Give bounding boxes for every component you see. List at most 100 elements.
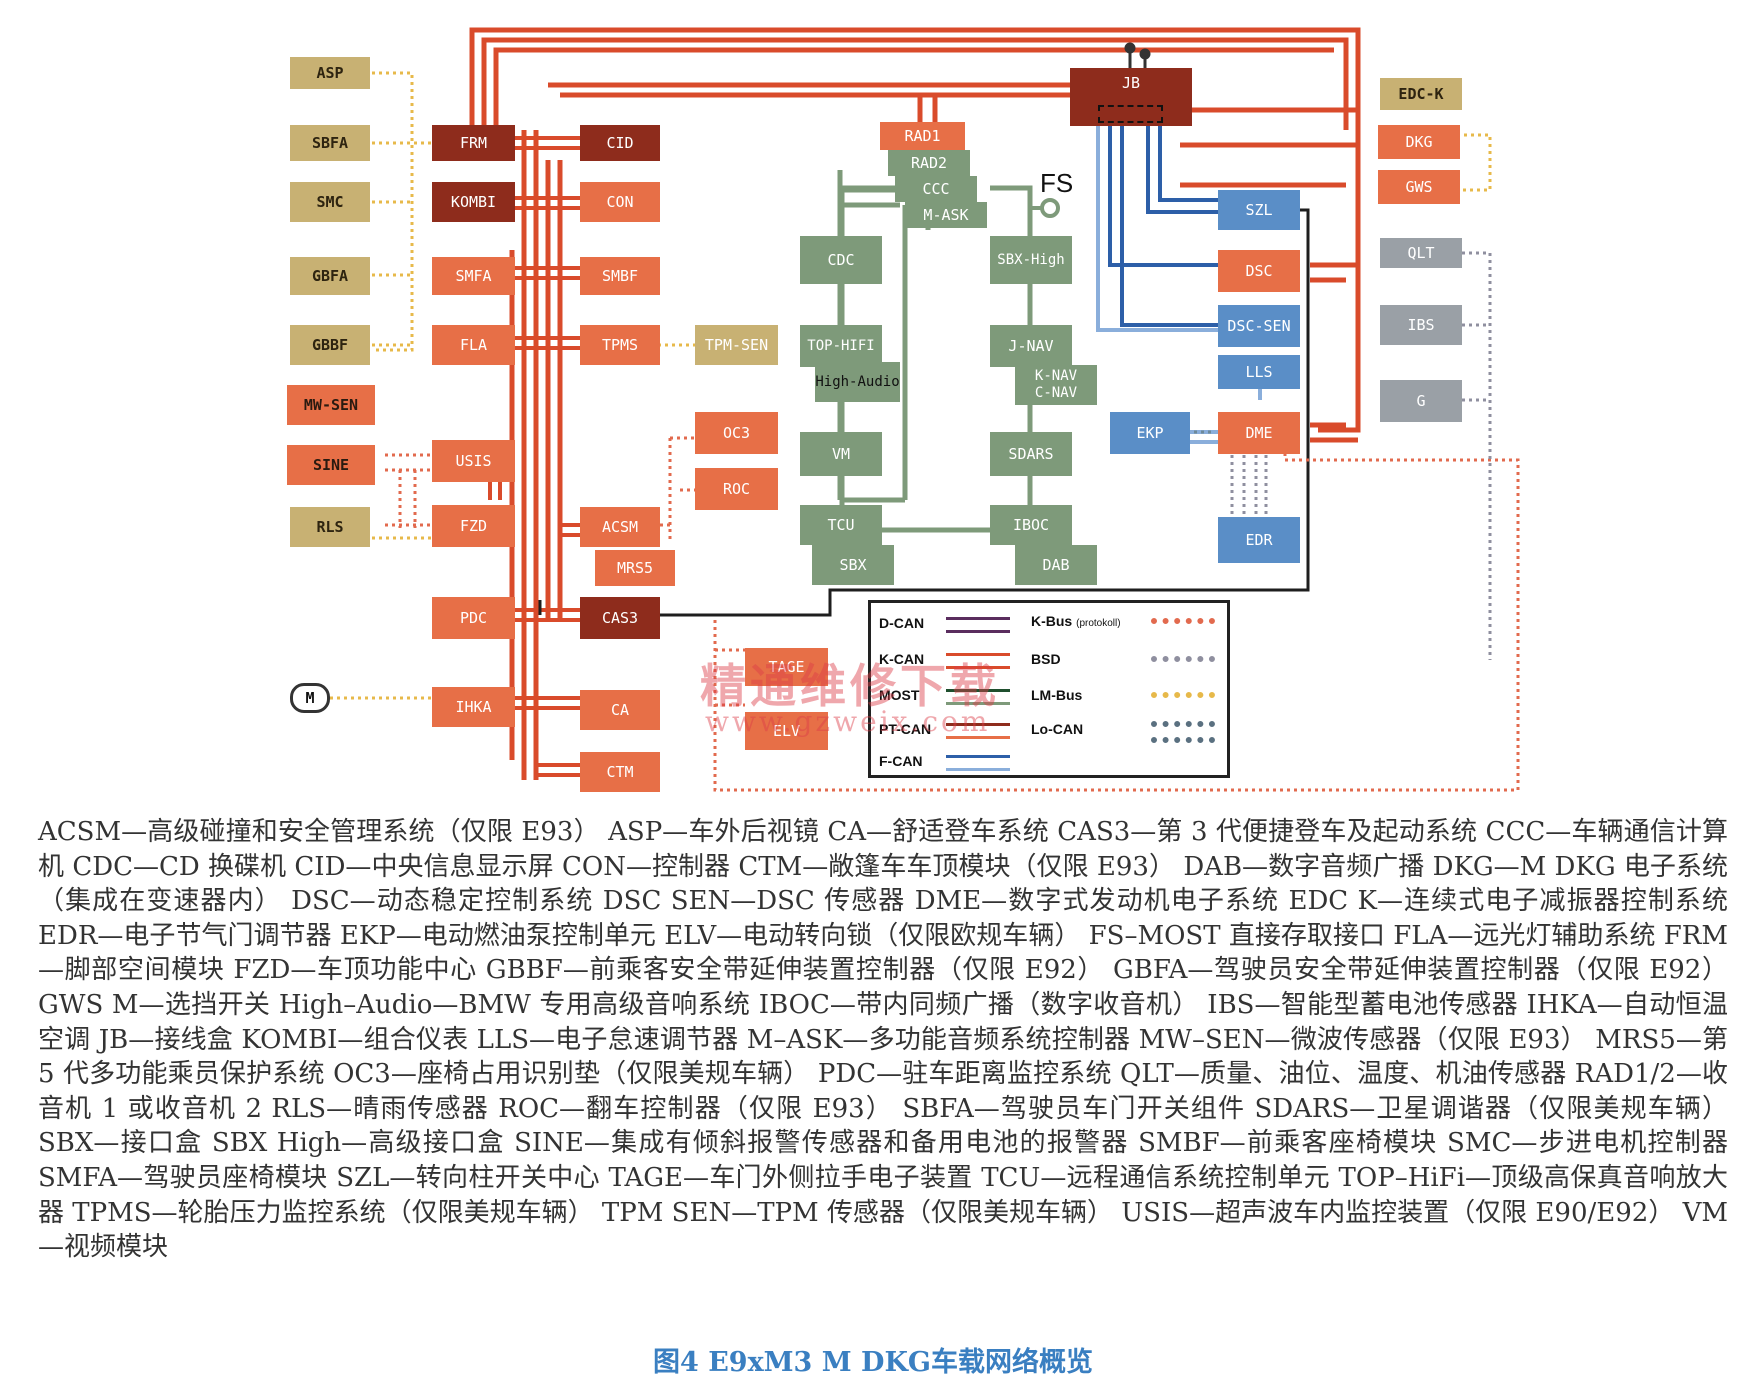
module-label: MW-SEN bbox=[303, 396, 359, 414]
legend-dcan-label: D-CAN bbox=[879, 615, 925, 631]
module-label: ELV bbox=[772, 722, 801, 740]
module-rls: RLS bbox=[290, 507, 370, 547]
legend-fcan-label: F-CAN bbox=[879, 753, 923, 769]
legend-most-label: MOST bbox=[879, 687, 920, 703]
module-label: RAD2 bbox=[910, 154, 948, 172]
module-tpms: TPMS bbox=[580, 325, 660, 365]
module-sbx-high: SBX-High bbox=[990, 236, 1072, 284]
module-label: SMC bbox=[316, 193, 344, 211]
legend: D-CAN K-CAN MOST PT-CAN F-CAN K-Bus (pro… bbox=[868, 600, 1230, 778]
module-label: High-Audio bbox=[815, 374, 900, 390]
module-label: SZL bbox=[1245, 201, 1273, 219]
figure-title: 图4 E9xM3 M DKG车载网络概览 bbox=[653, 1347, 1093, 1378]
module-label: CID bbox=[606, 134, 634, 152]
module-label: SBX-High bbox=[997, 252, 1065, 268]
module-gws: GWS bbox=[1378, 170, 1460, 204]
module-sine: SINE bbox=[287, 445, 375, 485]
legend-bsd-label: BSD bbox=[1031, 651, 1061, 667]
module-tage: TAGE bbox=[745, 648, 828, 686]
module-label: GBBF bbox=[311, 336, 349, 354]
module-label: ASP bbox=[316, 64, 344, 82]
module-sbx: SBX bbox=[812, 545, 894, 585]
module-tcu: TCU bbox=[800, 505, 882, 545]
module-label: QLT bbox=[1407, 244, 1435, 262]
module-edc-k: EDC-K bbox=[1380, 78, 1462, 110]
module-mrs5: MRS5 bbox=[595, 550, 675, 586]
module-label: SMFA bbox=[455, 267, 492, 285]
module-top-hifi: TOP-HIFI bbox=[800, 325, 882, 367]
module-high-audio: High-Audio bbox=[815, 362, 900, 402]
module-dab: DAB bbox=[1015, 545, 1097, 585]
legend-lmbus-label: LM-Bus bbox=[1031, 687, 1083, 703]
module-sdars: SDARS bbox=[990, 432, 1072, 476]
module-label: FLA bbox=[459, 336, 488, 354]
legend-locan-swatch bbox=[1151, 721, 1215, 743]
figure-legend-text: ACSM—高级碰撞和安全管理系统（仅限 E93） ASP—车外后视镜 CA—舒适… bbox=[38, 817, 1728, 1263]
module-label: TCU bbox=[827, 516, 855, 534]
legend-kbus-label: K-Bus (protokoll) bbox=[1031, 613, 1121, 629]
kbus-red-dotted bbox=[385, 436, 1520, 792]
module-oc3: OC3 bbox=[695, 412, 778, 454]
module-label: DSC-SEN bbox=[1227, 317, 1291, 335]
module-label: FZD bbox=[459, 517, 488, 535]
module-label: SDARS bbox=[1008, 445, 1054, 463]
module-rad2: RAD2 bbox=[888, 150, 970, 176]
module-label: CAS3 bbox=[601, 609, 639, 627]
module-label: JB bbox=[1121, 74, 1141, 92]
module-usis: USIS bbox=[432, 440, 515, 482]
legend-kbus-note: (protokoll) bbox=[1076, 618, 1121, 629]
module-fzd: FZD bbox=[432, 505, 515, 547]
module-label: PDC bbox=[459, 609, 488, 627]
module-cas3: CAS3 bbox=[580, 597, 660, 639]
module-dsc-sen: DSC-SEN bbox=[1218, 305, 1300, 347]
module-label: EDC-K bbox=[1398, 85, 1444, 103]
module-label: ACSM bbox=[601, 518, 639, 536]
kcan-bus bbox=[469, 27, 1361, 780]
module-label: CTM bbox=[606, 763, 634, 781]
module-frm: FRM bbox=[432, 125, 515, 161]
module-ca: CA bbox=[580, 690, 660, 730]
module-label: VM bbox=[831, 445, 851, 463]
module-label: EDR bbox=[1245, 531, 1273, 549]
module-label: DKG bbox=[1405, 133, 1433, 151]
module-ctm: CTM bbox=[580, 752, 660, 792]
module-dsc: DSC bbox=[1218, 250, 1300, 292]
module-edr: EDR bbox=[1218, 517, 1300, 563]
module-label: GWS bbox=[1405, 178, 1433, 196]
module-iboc: IBOC bbox=[990, 505, 1072, 545]
watermark-text: 精通维修下载 bbox=[700, 659, 1000, 713]
jb-internal-bus bbox=[1098, 105, 1163, 123]
module-label: M-ASK bbox=[923, 206, 969, 224]
module-ccc: CCC bbox=[895, 176, 977, 202]
module-label: CON bbox=[606, 193, 634, 211]
module-label: IHKA bbox=[455, 698, 492, 716]
module-pdc: PDC bbox=[432, 597, 515, 639]
module-label: SBFA bbox=[311, 134, 349, 152]
module-rad1: RAD1 bbox=[880, 122, 965, 150]
module-label: IBS bbox=[1407, 316, 1435, 334]
fs-label: FS bbox=[1040, 168, 1073, 199]
module-lls: LLS bbox=[1218, 355, 1300, 389]
module-label: TAGE bbox=[768, 658, 805, 676]
module-szl: SZL bbox=[1218, 190, 1300, 230]
module-label: OC3 bbox=[722, 424, 751, 442]
module-cid: CID bbox=[580, 125, 660, 161]
module-roc: ROC bbox=[695, 468, 778, 510]
module-sbfa: SBFA bbox=[290, 125, 370, 161]
motor-label: M bbox=[305, 689, 315, 707]
legend-lmbus-swatch bbox=[1151, 692, 1215, 698]
module-label: KOMBI bbox=[450, 193, 497, 211]
module-label: ROC bbox=[722, 480, 751, 498]
jb-connector-icon bbox=[1124, 42, 1151, 68]
module-dme: DME bbox=[1218, 412, 1300, 454]
module-label: TOP-HIFI bbox=[807, 338, 875, 354]
module-m-ask: M-ASK bbox=[905, 202, 987, 228]
module-label: DSC bbox=[1245, 262, 1273, 280]
module-label: CA bbox=[610, 701, 630, 719]
module-gbbf: GBBF bbox=[290, 325, 370, 365]
module-label: TPM-SEN bbox=[704, 336, 769, 354]
legend-most-swatch bbox=[946, 689, 1010, 705]
module-label: CDC bbox=[827, 251, 855, 269]
module-fla: FLA bbox=[432, 325, 515, 365]
module-label: DME bbox=[1245, 424, 1273, 442]
